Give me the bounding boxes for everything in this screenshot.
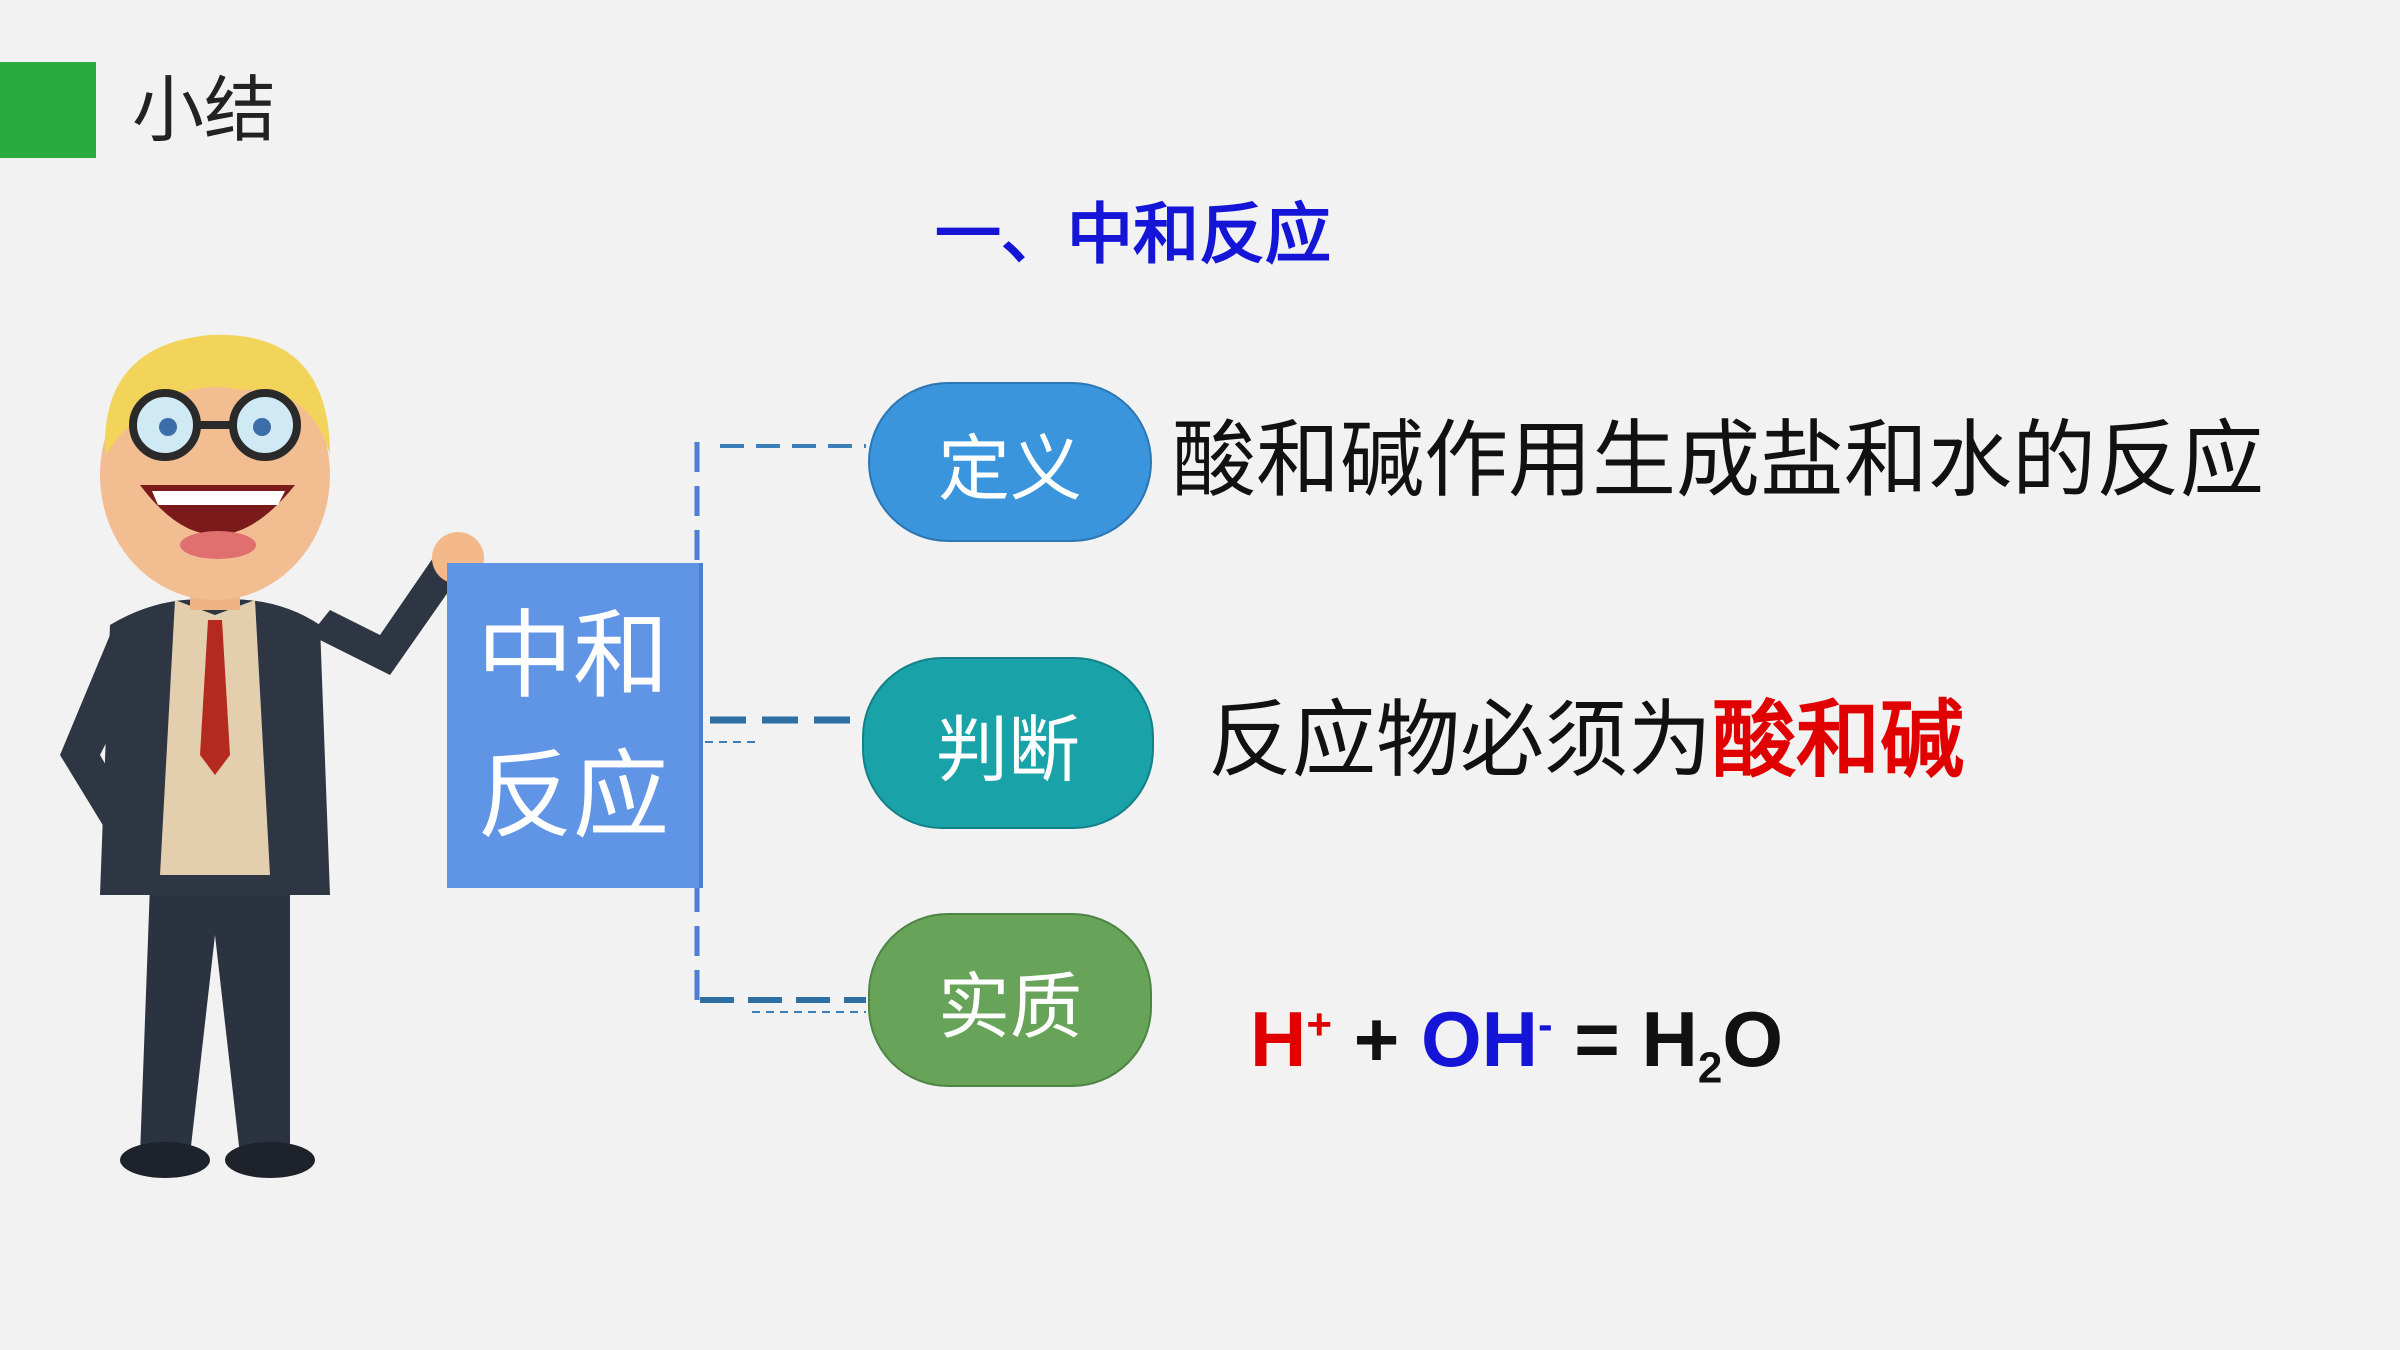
- essence-node: 实质: [868, 913, 1152, 1087]
- section-title: 一、中和反应: [935, 196, 1331, 273]
- judgment-node: 判断: [862, 657, 1154, 829]
- eq-h: H: [1250, 995, 1307, 1083]
- ionic-equation: H+ + OH- = H2O: [1250, 975, 1783, 1119]
- eq-oh-charge: -: [1537, 1000, 1553, 1049]
- slide-title: 小结: [132, 68, 277, 152]
- eq-o: O: [1722, 995, 1784, 1083]
- eq-sub2: 2: [1697, 1043, 1723, 1093]
- topic-line-1: 中和: [477, 599, 669, 712]
- essence-label: 实质: [937, 964, 1082, 1049]
- eq-oh: OH: [1420, 995, 1538, 1083]
- judgment-text-highlight: 酸和碱: [1712, 691, 1965, 789]
- eq-h-charge: +: [1306, 1000, 1333, 1049]
- judgment-text: 反应物必须为酸和碱: [1208, 690, 1964, 790]
- eq-plus: +: [1353, 995, 1400, 1083]
- teacher-cartoon-icon: [60, 334, 484, 1178]
- neutralization-topic-box: 中和 反应: [447, 563, 703, 888]
- definition-node: 定义: [868, 382, 1152, 542]
- topic-line-2: 反应: [477, 739, 669, 852]
- eq-equals: =: [1574, 995, 1620, 1083]
- definition-text: 酸和碱作用生成盐和水的反应: [1172, 411, 2265, 509]
- definition-label: 定义: [937, 426, 1082, 511]
- eq-h2: H: [1641, 995, 1698, 1083]
- title-accent-bar: [0, 62, 96, 158]
- judgment-label: 判断: [935, 707, 1080, 792]
- judgment-text-main: 反应物必须为: [1208, 691, 1713, 789]
